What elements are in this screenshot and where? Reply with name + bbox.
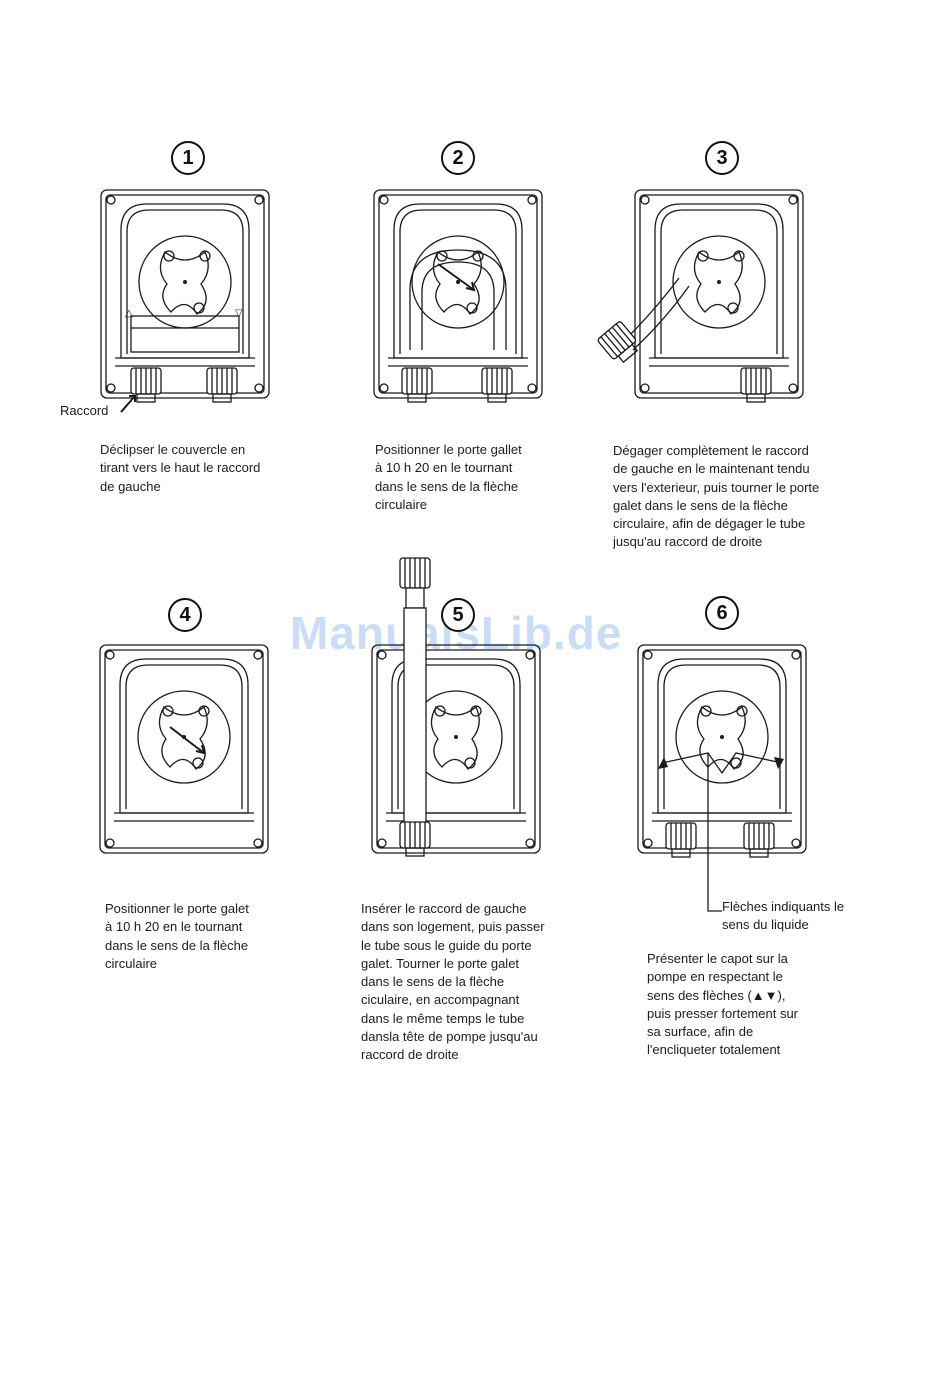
step-2-caption: Positionner le porte gallet à 10 h 20 en… (375, 442, 522, 512)
step-4-pump-diagram (99, 644, 269, 854)
step-2-number: 2 (441, 141, 475, 175)
step-1-caption: Déclipser le couvercle en tirant vers le… (100, 442, 261, 494)
step-3-caption: Dégager complètement le raccord de gauch… (613, 443, 820, 550)
step-6-number: 6 (705, 596, 739, 630)
step-4-number: 4 (168, 598, 202, 632)
step-3-pump-diagram (596, 189, 804, 403)
step-1-raccord-label: Raccord (60, 403, 109, 418)
step-4-caption: Positionner le porte galet à 10 h 20 en … (105, 901, 249, 971)
step-3-number: 3 (705, 141, 739, 175)
step-1-number: 1 (171, 141, 205, 175)
step-6-arrows-label: Flèches indiquants le sens du liquide (722, 899, 845, 932)
step-1-pump-diagram: △ ▽ (100, 189, 270, 413)
step-5-number: 5 (441, 598, 475, 632)
step-6-caption: Présenter le capot sur la pompe en respe… (647, 951, 799, 1058)
step-2-pump-diagram (373, 189, 543, 403)
step-5-pump-diagram (371, 557, 541, 857)
step-6-pump-diagram (637, 644, 807, 912)
svg-text:△: △ (125, 308, 133, 319)
svg-text:▽: ▽ (235, 308, 243, 319)
step-5-caption: Insérer le raccord de gauche dans son lo… (361, 901, 545, 1063)
